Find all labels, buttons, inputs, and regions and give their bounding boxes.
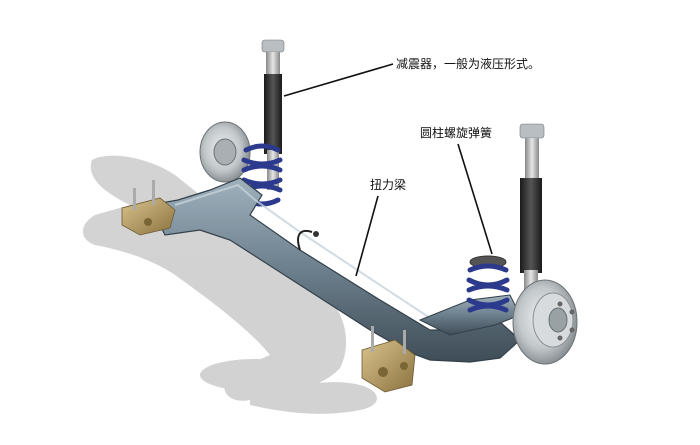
right-coil-spring	[466, 255, 510, 313]
coil-spring-leader	[457, 143, 493, 255]
shock-absorber-label: 减震器，一般为液压形式。	[396, 57, 541, 71]
coil-spring-label: 圆柱螺旋弹簧	[420, 126, 493, 140]
right-mounting-bracket	[361, 326, 416, 393]
torsion-beam-label: 扭力梁	[370, 178, 407, 192]
right-shock-absorber	[519, 123, 545, 295]
right-brake-drum	[512, 279, 578, 365]
left-brake-drum	[199, 121, 251, 183]
left-shock-absorber	[261, 39, 285, 190]
shock-absorber-leader	[283, 63, 394, 97]
torsion-beam-leader	[355, 195, 379, 277]
left-mounting-bracket	[121, 180, 176, 236]
leader-lines	[283, 63, 493, 277]
